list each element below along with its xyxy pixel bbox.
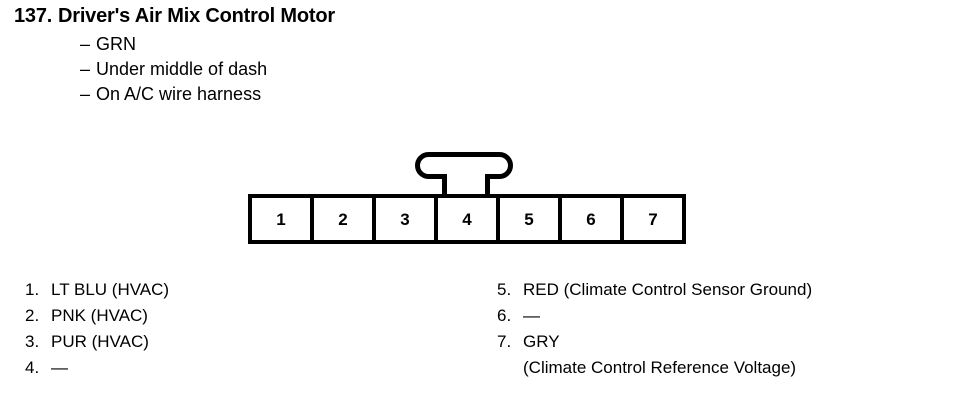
connector-pin-housing: 1 2 3 4 5 6 7 [248, 194, 686, 244]
entry-title: Driver's Air Mix Control Motor [58, 5, 335, 27]
page-title: 137. Driver's Air Mix Control Motor [14, 4, 944, 28]
dash-icon: – [80, 59, 91, 79]
pin-cell: 1 [252, 198, 310, 240]
pin-cell: 4 [438, 198, 496, 240]
legend-pin-value: GRY [523, 332, 560, 351]
legend-pin-value-continuation: (Climate Control Reference Voltage) [523, 358, 797, 377]
attribute-text: On A/C wire harness [96, 84, 262, 104]
legend-pin-number: 2. [25, 306, 40, 325]
legend-row: 3. PUR (HVAC) [25, 329, 465, 355]
legend-pin-number: 4. [25, 358, 40, 377]
list-item: – Under middle of dash [80, 57, 944, 82]
legend-pin-value: PUR (HVAC) [51, 332, 149, 351]
attribute-text: GRN [96, 34, 136, 54]
pin-cell: 6 [562, 198, 620, 240]
legend-pin-number: 6. [497, 306, 512, 325]
legend-pin-value: PNK (HVAC) [51, 306, 148, 325]
legend-pin-value: RED (Climate Control Sensor Ground) [523, 280, 813, 299]
legend-row: 2. PNK (HVAC) [25, 303, 465, 329]
dash-icon: – [80, 84, 91, 104]
attribute-text: Under middle of dash [96, 59, 268, 79]
legend-pin-number: 5. [497, 280, 512, 299]
legend-pin-value: — [523, 306, 540, 325]
dash-icon: – [80, 34, 91, 54]
pin-cell: 5 [500, 198, 558, 240]
pin-legend-left-column: 1. LT BLU (HVAC) 2. PNK (HVAC) 3. PUR (H… [25, 277, 465, 381]
legend-pin-number: 7. [497, 332, 512, 351]
legend-pin-value: — [51, 358, 68, 377]
legend-pin-number: 1. [25, 280, 40, 299]
legend-row: 1. LT BLU (HVAC) [25, 277, 465, 303]
legend-row: 6. — [497, 303, 947, 329]
pin-legend-right-column: 5. RED (Climate Control Sensor Ground) 6… [497, 277, 947, 381]
connector-diagram: 1 2 3 4 5 6 7 [248, 152, 686, 244]
legend-row: 7. GRY [497, 329, 947, 355]
entry-header: 137. Driver's Air Mix Control Motor – GR… [14, 4, 944, 107]
legend-pin-number: 3. [25, 332, 40, 351]
list-item: – On A/C wire harness [80, 82, 944, 107]
legend-pin-value: LT BLU (HVAC) [51, 280, 170, 299]
pin-cell: 7 [624, 198, 682, 240]
list-item: – GRN [80, 32, 944, 57]
attribute-list: – GRN – Under middle of dash – On A/C wi… [14, 32, 944, 107]
connector-tab-join [447, 171, 485, 181]
legend-row: 5. RED (Climate Control Sensor Ground) [497, 277, 947, 303]
pin-cell: 3 [376, 198, 434, 240]
pin-cell: 2 [314, 198, 372, 240]
entry-number: 137. [14, 5, 53, 27]
legend-row: 4. — [25, 355, 465, 381]
